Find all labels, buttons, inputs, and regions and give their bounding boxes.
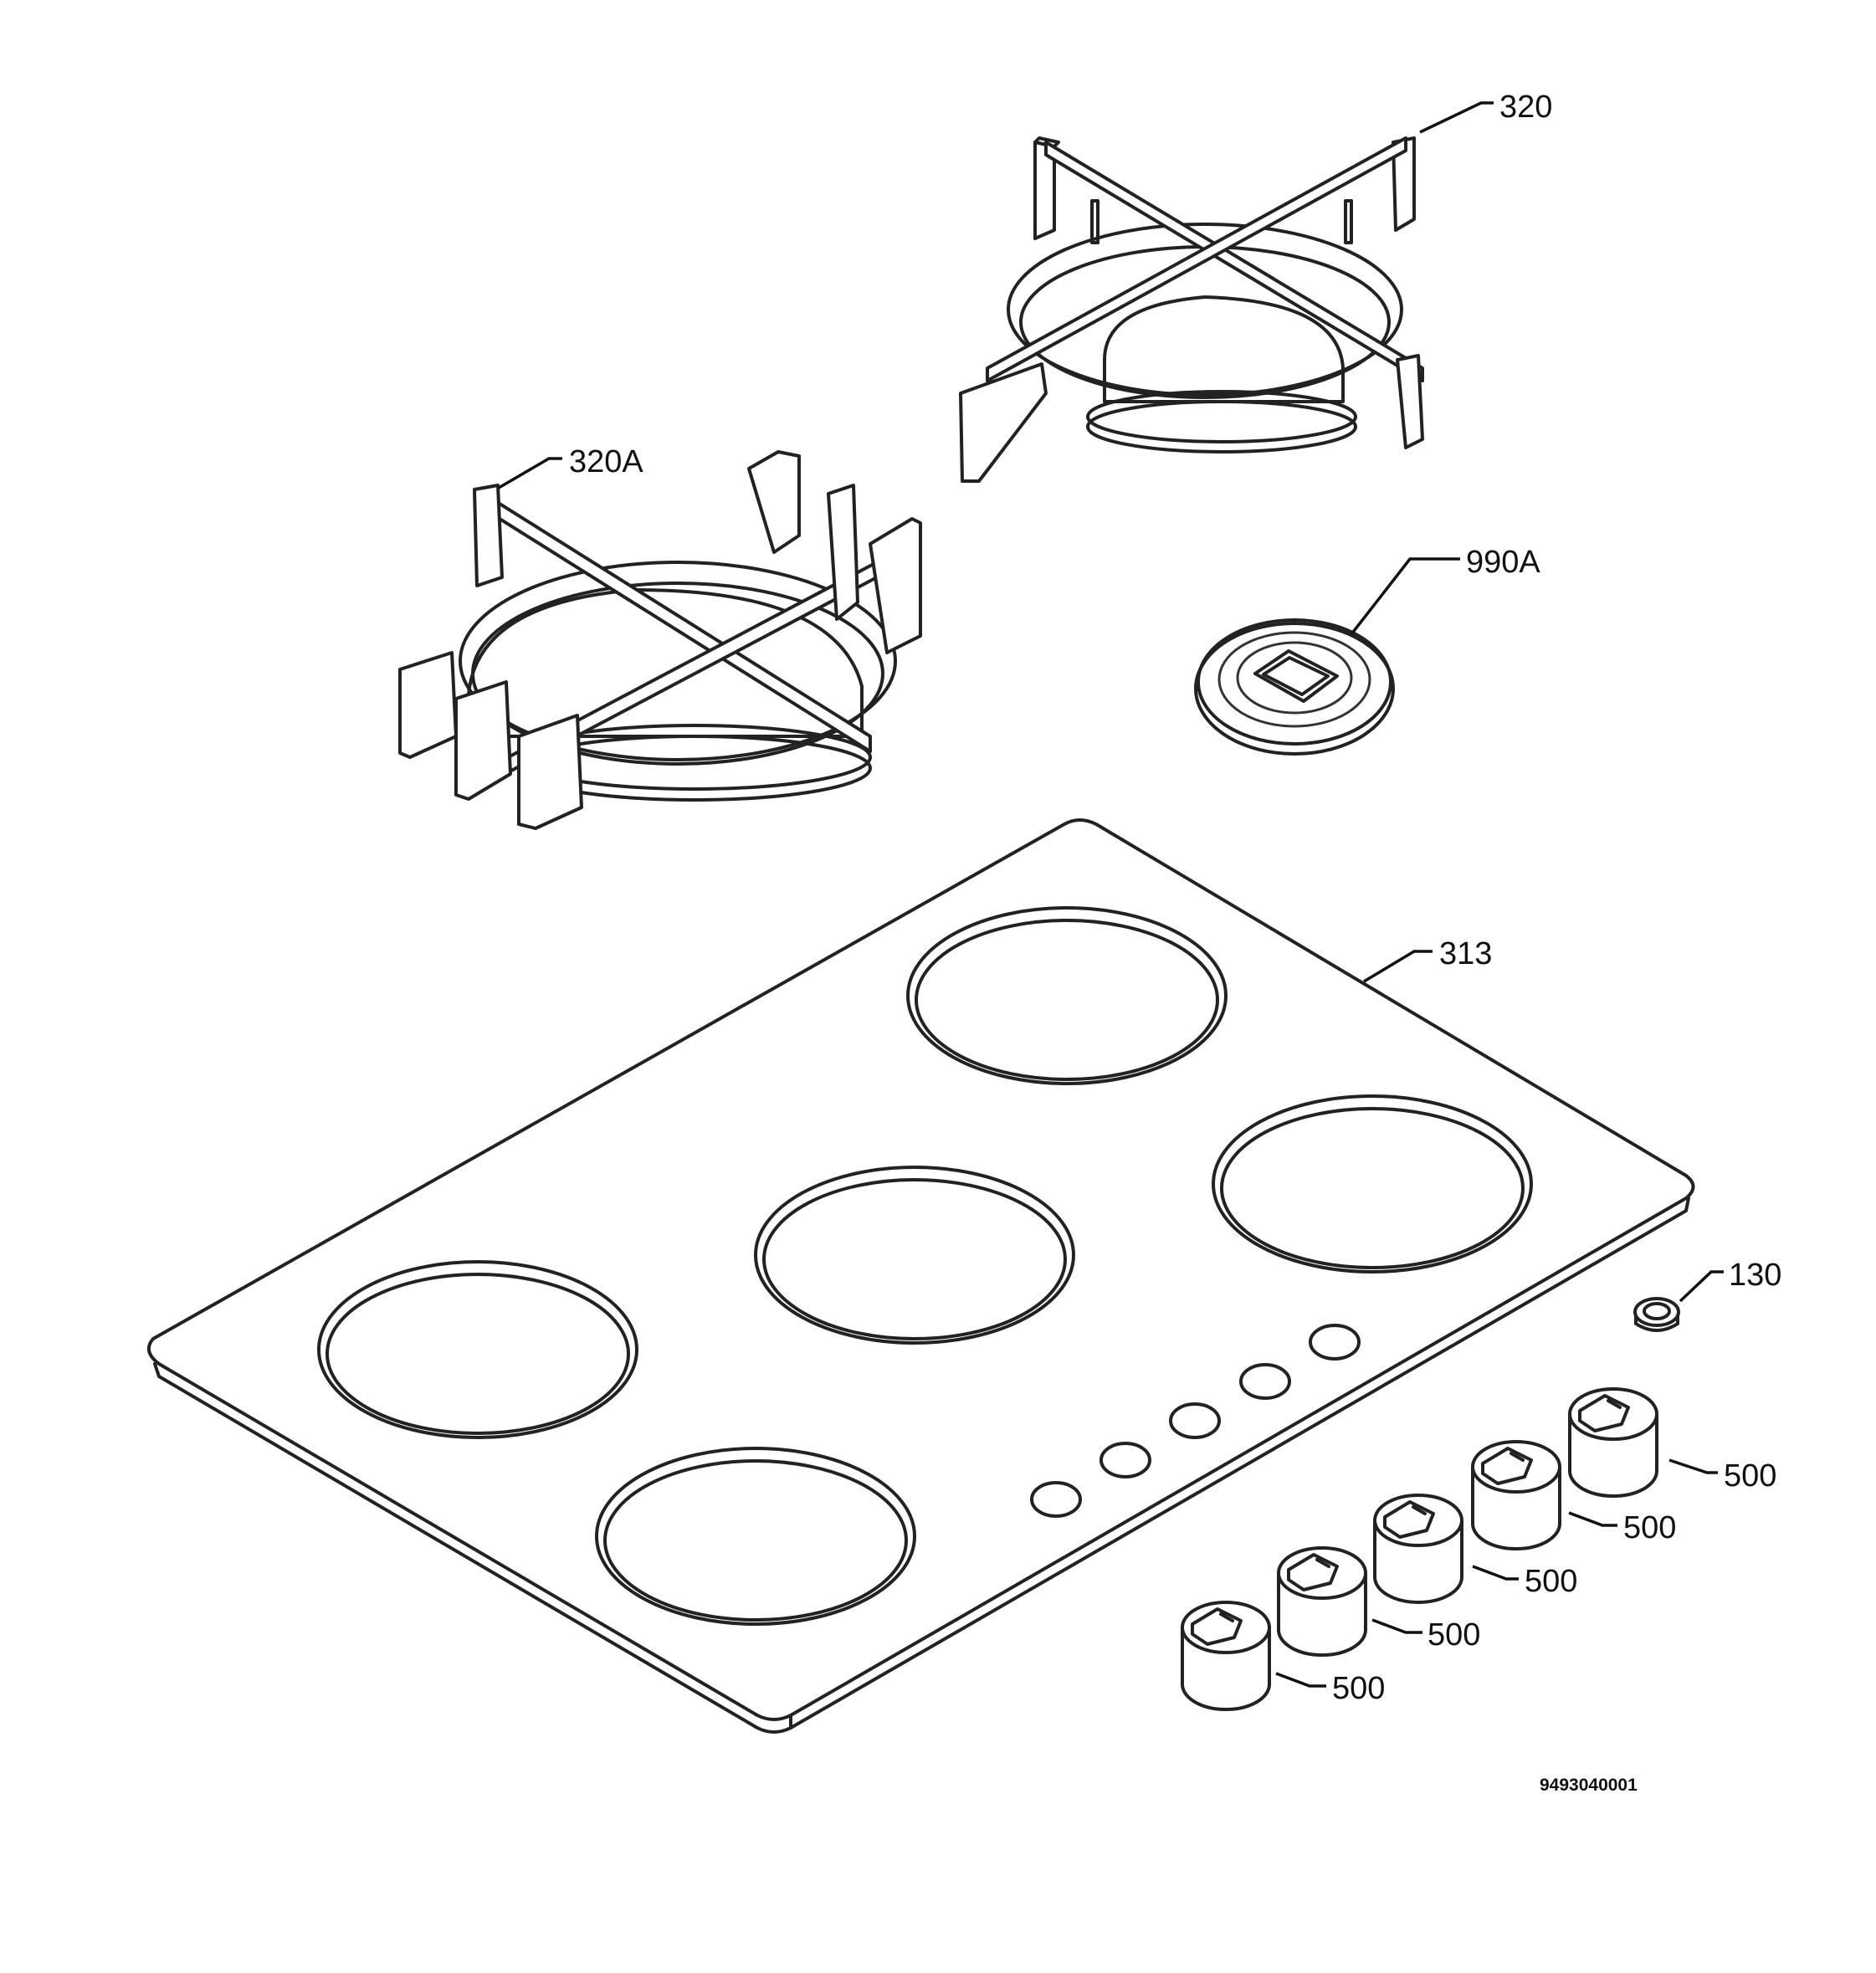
burner-cap-990A (1194, 618, 1395, 756)
label-320A: 320A (569, 444, 643, 479)
label-500-knob-3: 500 (1525, 1564, 1577, 1599)
label-313: 313 (1439, 936, 1492, 971)
grate-320 (959, 136, 1424, 483)
burner-opening-left (317, 1260, 638, 1439)
control-knobs (1181, 1387, 1658, 1711)
leader-lines (498, 101, 1724, 1688)
burner-opening-front (595, 1447, 916, 1626)
seal-130 (1633, 1297, 1680, 1332)
hob-top-313 (146, 818, 1695, 1734)
knob-500-4 (1277, 1546, 1367, 1657)
knob-holes (1030, 1324, 1361, 1518)
label-320: 320 (1499, 90, 1552, 125)
knob-500-3 (1373, 1494, 1463, 1604)
knob-500-5 (1181, 1601, 1271, 1711)
label-500-knob-1: 500 (1724, 1458, 1776, 1494)
label-500-knob-5: 500 (1332, 1671, 1385, 1706)
label-500-knob-4: 500 (1428, 1617, 1480, 1653)
label-990A: 990A (1466, 545, 1540, 580)
burner-opening-center (754, 1166, 1075, 1345)
drawing-reference: 9493040001 (1540, 1776, 1638, 1795)
part-labels: 320 320A 990A 313 130 500 500 500 500 50… (569, 90, 1781, 1795)
knob-500-2 (1471, 1440, 1561, 1550)
knob-500-1 (1568, 1387, 1658, 1498)
label-130: 130 (1729, 1258, 1781, 1293)
burner-opening-right (1212, 1094, 1533, 1273)
grate-320A (398, 450, 922, 830)
label-500-knob-2: 500 (1623, 1510, 1676, 1545)
burner-opening-back (906, 906, 1228, 1085)
